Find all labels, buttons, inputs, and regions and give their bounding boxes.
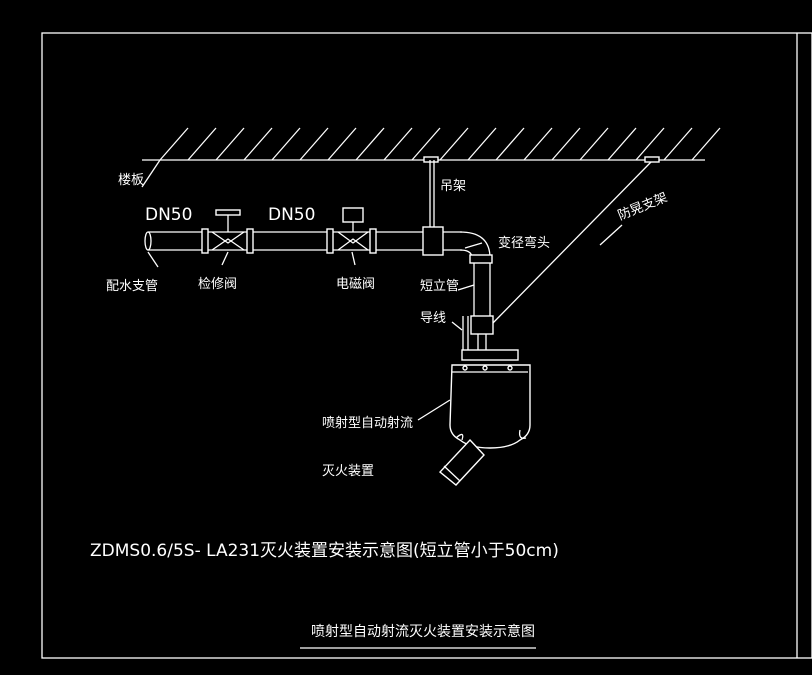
dn50-right-label: DN50 [268,205,315,225]
device-label-line2: 灭火装置 [322,464,374,479]
hatch-line [411,127,441,161]
pipe-hanger [423,156,439,228]
short-riser-label: 短立管 [420,279,459,294]
reducing-elbow-label: 变径弯头 [498,235,550,251]
hanger-clamp [422,226,444,256]
service-valve [211,209,245,251]
solenoid-valve [337,207,369,251]
diagram-caption: ZDMS0.6/5S- LA231灭火装置安装示意图(短立管小于50cm) [90,541,559,561]
solenoid-valve-label: 电磁阀 [336,277,375,292]
hatch-line [495,127,525,161]
drawing-title: 喷射型自动射流灭火装置安装示意图 [311,623,535,640]
device-label-line1: 喷射型自动射流 [322,415,413,431]
dn50-left-label: DN50 [145,205,192,225]
wire-label: 导线 [420,311,446,326]
hatch-line [579,127,609,161]
hatch-line [607,127,637,161]
branch-pipe-label: 配水支管 [106,279,158,294]
nozzle [438,438,485,486]
hatch-line [271,127,301,161]
hatch-line [299,127,329,161]
ceiling-slab [142,127,721,161]
anti-sway-bracket-label: 防晃支架 [616,189,670,223]
hatch-line [467,127,497,161]
hatch-line [523,127,553,161]
drawing-frame [41,32,812,659]
leader-lines [141,159,623,421]
hatch-line [383,127,413,161]
hanger-label: 吊架 [440,179,466,194]
hatch-line [187,127,217,161]
short-riser [470,263,494,352]
reducing-elbow [459,231,493,264]
hatch-line [327,127,357,161]
hatch-line [691,127,721,161]
hatch-line [243,127,273,161]
pipe-coupling [326,228,334,254]
floor-slab-label: 楼板 [118,173,144,188]
hatch-line [439,127,469,161]
hatch-line [551,127,581,161]
anti-sway-bracket [489,156,660,327]
jet-fire-extinguishing-device [438,349,531,486]
signal-wire [462,316,469,352]
hatch-line [635,127,665,161]
pipe-coupling [246,228,254,254]
hatch-line [663,127,693,161]
hatch-line [215,127,245,161]
hatch-line [355,127,385,161]
pipe-coupling [201,228,209,254]
service-valve-label: 检修阀 [198,277,237,292]
pipe-coupling [369,228,377,254]
branch-pipe [144,226,462,256]
hatch-line [159,127,189,161]
